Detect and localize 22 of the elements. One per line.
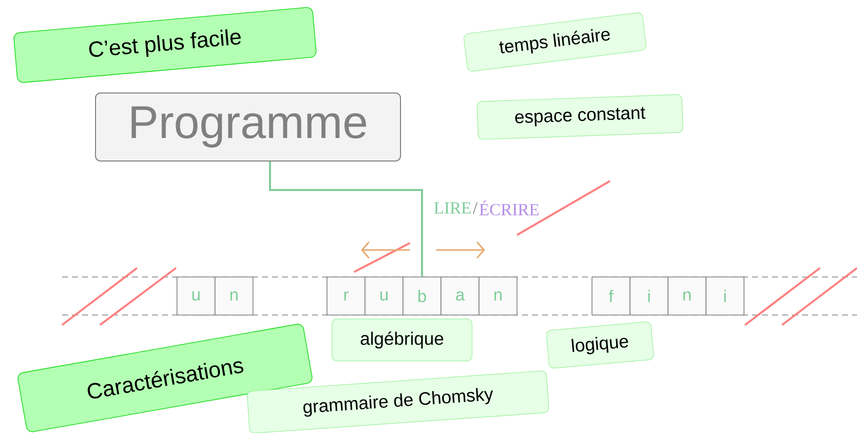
tape-cell: i (706, 276, 744, 316)
tape-cell: n (478, 276, 518, 316)
tape-cell: u (364, 276, 404, 316)
tag-box: algébrique (332, 318, 472, 362)
tape-cell: b (402, 276, 442, 316)
program-box: Programme (95, 92, 401, 162)
operation-label: ÉCRIRE (479, 200, 539, 216)
operation-label: / (472, 202, 478, 214)
tape-cell: n (668, 276, 706, 316)
tape-cell: a (440, 276, 480, 316)
tag-box: temps linéaire (464, 12, 646, 72)
tag-box: grammaire de Chomsky (246, 370, 550, 433)
connector-line (269, 162, 423, 277)
tape-cell: n (214, 276, 254, 316)
tape-cell: i (630, 276, 668, 316)
tape-cell: f (592, 276, 630, 316)
tag-box: logique (546, 322, 654, 368)
tape-cell: u (176, 276, 216, 316)
tape-cell: r (326, 276, 366, 316)
operation-label: LIRE (434, 202, 471, 214)
callout-box: C’est plus facile (14, 7, 316, 83)
tag-box: espace constant (476, 94, 684, 140)
